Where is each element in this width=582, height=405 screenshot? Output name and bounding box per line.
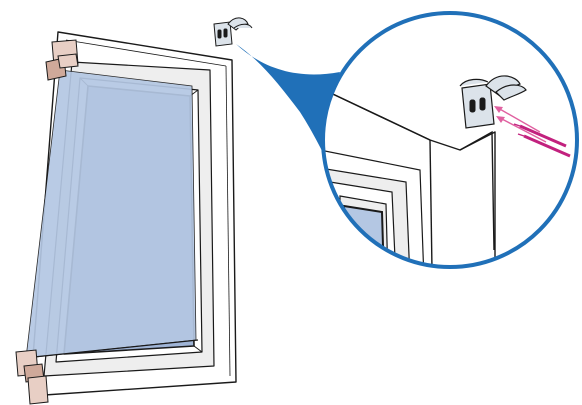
zoom-detail-circle — [320, 13, 577, 280]
mounting-bracket-icon — [214, 18, 252, 46]
